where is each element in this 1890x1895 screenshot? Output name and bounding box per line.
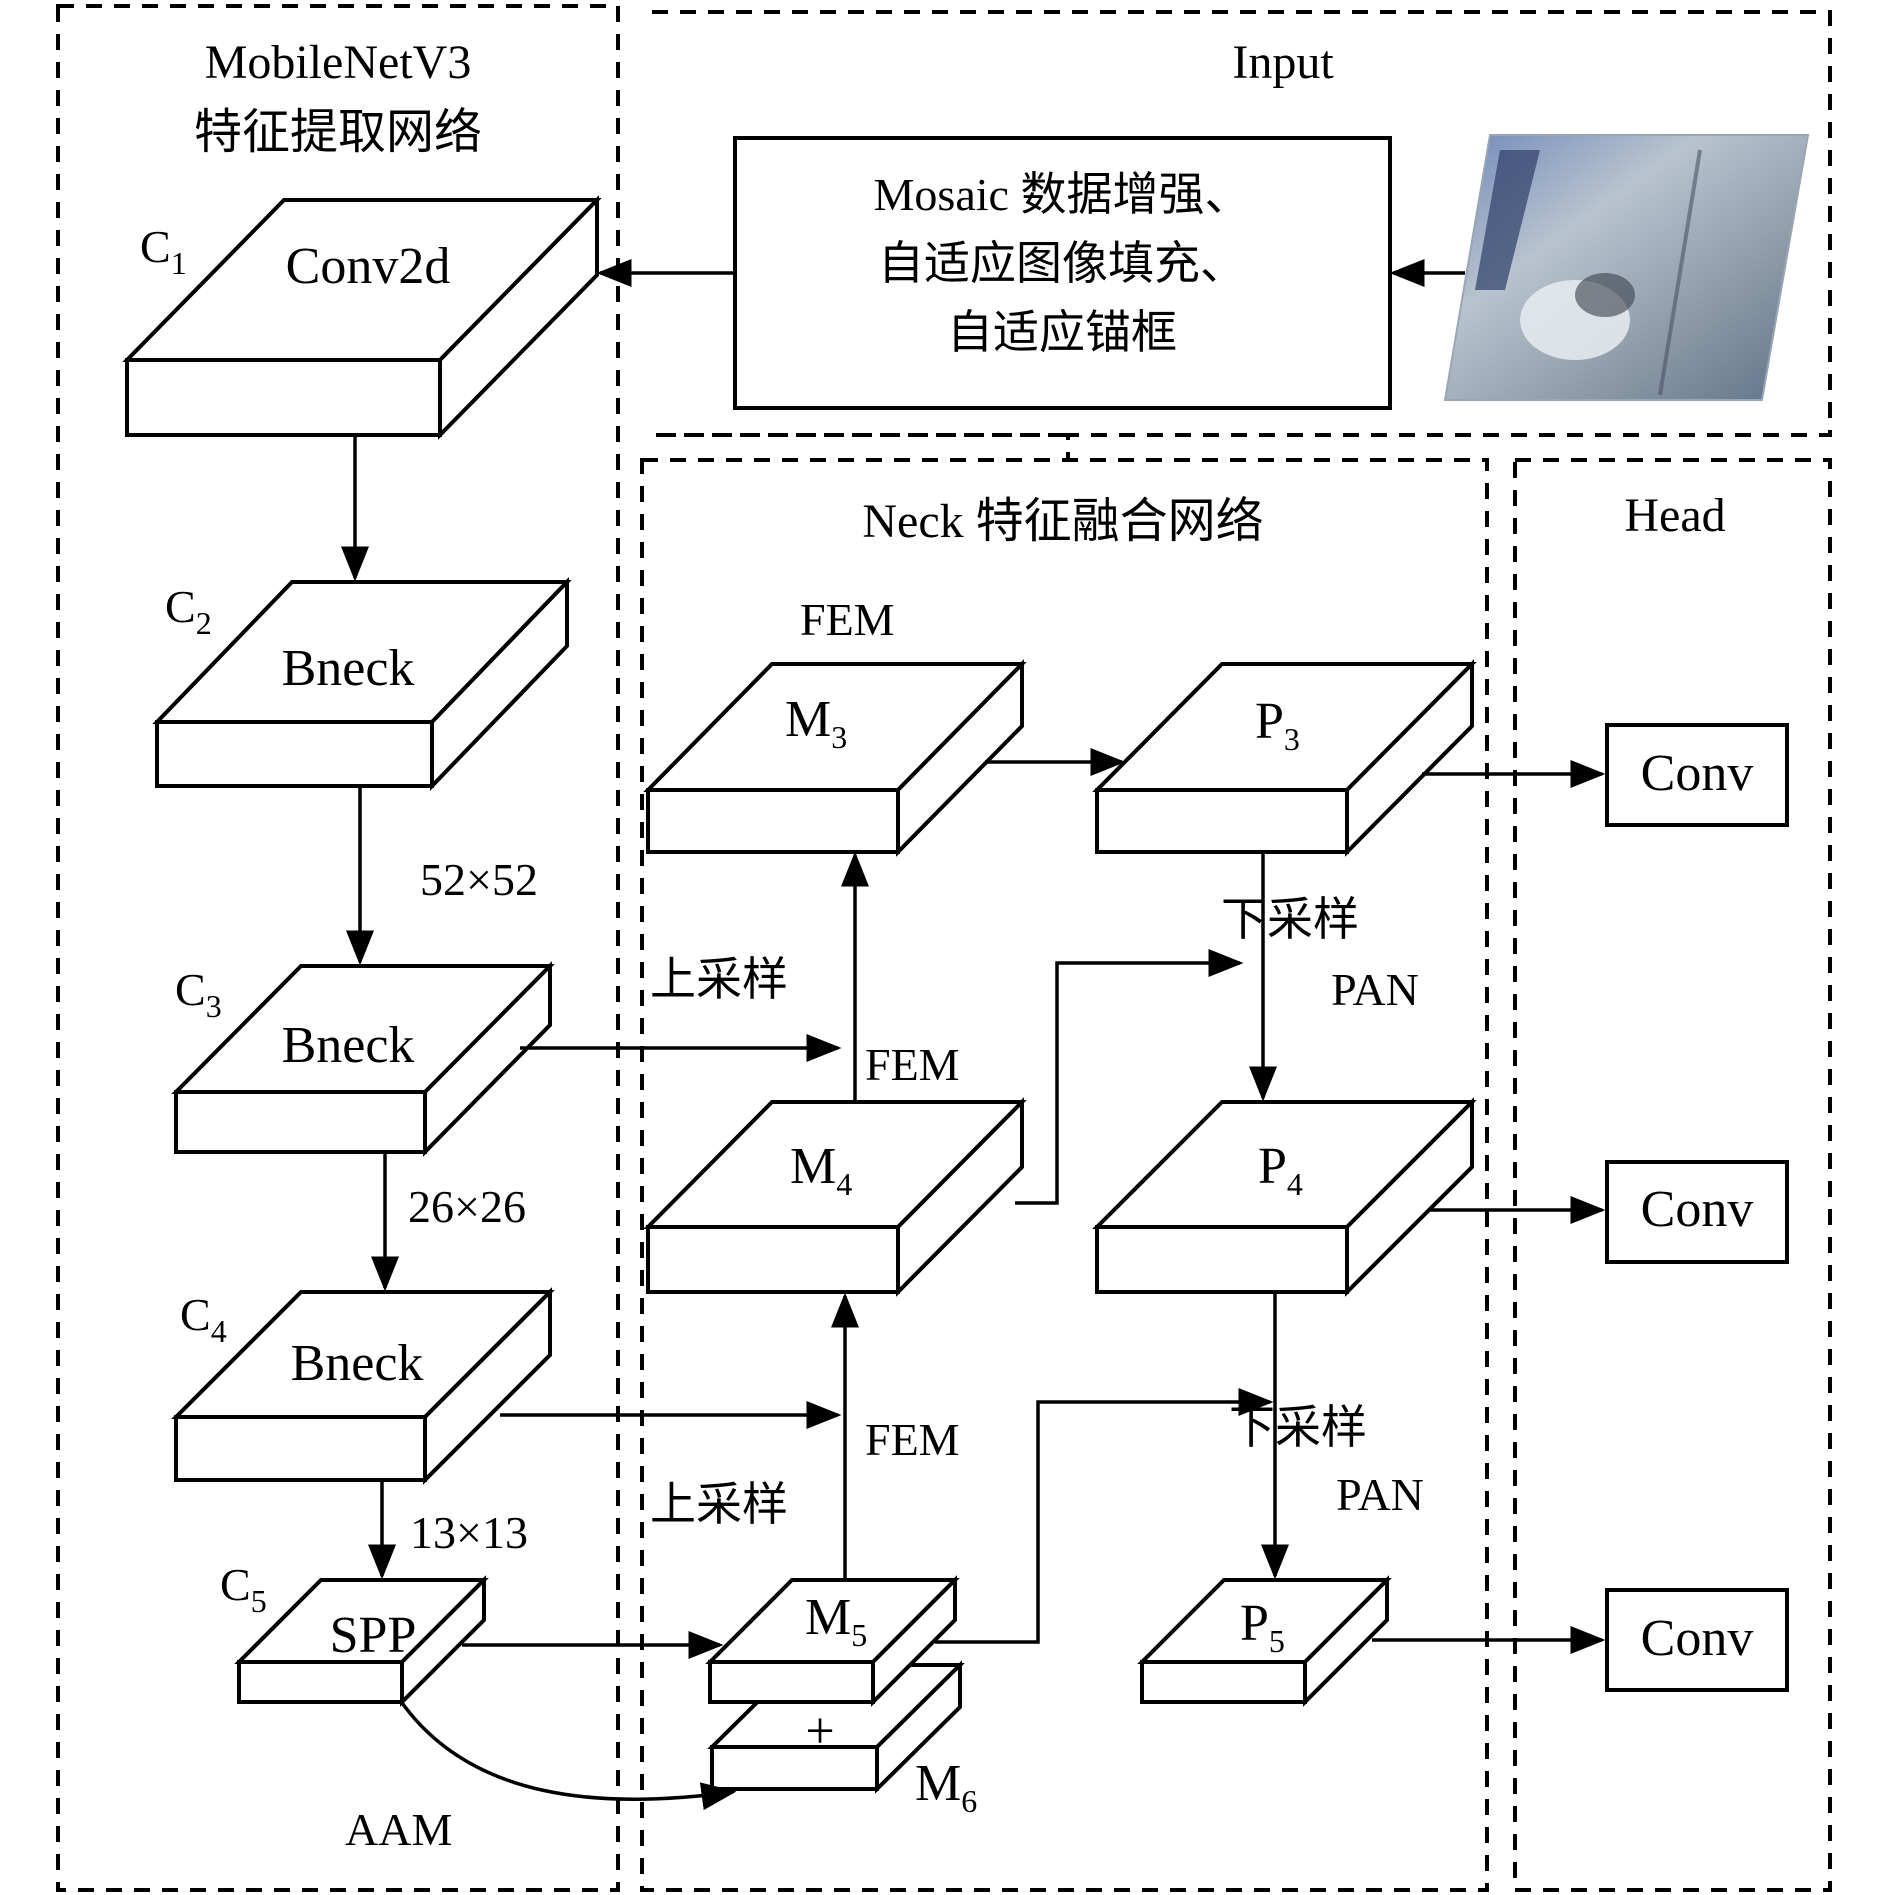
head-conv-3-label: Conv	[1641, 1610, 1754, 1667]
block-c2-label: Bneck	[282, 640, 415, 697]
input-box-line3: 自适应锚框	[947, 307, 1177, 358]
backbone-title-line1: MobileNetV3	[205, 36, 472, 89]
size-label-26: 26×26	[408, 1181, 526, 1232]
block-c3-tag: C3	[175, 964, 222, 1024]
input-image	[1443, 134, 1810, 401]
head-conv-2	[1605, 1160, 1789, 1264]
block-c4-tag: C4	[180, 1289, 227, 1349]
pan-label-1: PAN	[1331, 964, 1419, 1015]
input-region	[652, 10, 1832, 460]
input-box-line2: 自适应图像填充、	[878, 238, 1246, 289]
block-p5-label: P5	[1240, 1595, 1285, 1659]
upsample-label-2: 上采样	[650, 1479, 788, 1530]
block-m4	[643, 1097, 1027, 1297]
block-p4-label: P4	[1258, 1138, 1303, 1202]
head-region	[1513, 458, 1832, 1892]
input-box-line1: Mosaic 数据增强、	[874, 169, 1251, 220]
arrow-m4-to-pan-1	[1015, 949, 1244, 1205]
pan-label-2: PAN	[1336, 1469, 1424, 1520]
fem-label-top: FEM	[800, 594, 895, 645]
fem-label-low: FEM	[865, 1414, 960, 1465]
aam-label: AAM	[345, 1804, 452, 1855]
head-conv-1	[1605, 723, 1789, 827]
block-m5	[705, 1575, 960, 1707]
head-conv-3	[1605, 1588, 1789, 1692]
head-conv-2-label: Conv	[1641, 1181, 1754, 1238]
arrow-m5-to-pan-2	[935, 1388, 1274, 1644]
block-c3-label: Bneck	[282, 1017, 415, 1074]
region-frames	[56, 4, 1832, 1892]
plus-sign: +	[805, 1703, 834, 1760]
block-c5-tag: C5	[220, 1559, 267, 1619]
fem-label-mid: FEM	[865, 1039, 960, 1090]
backbone-region	[56, 4, 620, 1892]
neck-title: Neck 特征融合网络	[862, 495, 1263, 548]
block-m5-label: M5	[805, 1589, 867, 1653]
block-c1-label: Conv2d	[286, 238, 451, 295]
neck-region	[640, 458, 1489, 1892]
block-c1: Conv2d	[122, 195, 602, 440]
backbone-title-line2: 特征提取网络	[194, 106, 482, 159]
downsample-label-1: 下采样	[1221, 894, 1359, 945]
block-c5: SPP	[234, 1575, 489, 1707]
block-m3-label: M3	[785, 691, 847, 755]
block-p3-label: P3	[1255, 693, 1300, 757]
head-title: Head	[1624, 489, 1725, 542]
block-c2: Bneck	[152, 577, 572, 791]
block-c4-label: Bneck	[291, 1335, 424, 1392]
block-m6-label: M6	[915, 1755, 977, 1819]
size-label-52: 52×52	[420, 854, 538, 905]
block-p5	[1137, 1575, 1392, 1707]
head-conv-1-label: Conv	[1641, 745, 1754, 802]
block-m4-label: M4	[790, 1138, 852, 1202]
input-title: Input	[1232, 36, 1334, 89]
upsample-label-1: 上采样	[650, 954, 788, 1005]
downsample-label-2: 下采样	[1229, 1402, 1367, 1453]
block-c4: Bneck	[171, 1287, 555, 1485]
block-c1-tag: C1	[140, 221, 187, 281]
block-c2-tag: C2	[165, 581, 212, 641]
block-c5-label: SPP	[330, 1607, 417, 1664]
size-label-13: 13×13	[410, 1507, 528, 1558]
block-c3: Bneck	[171, 961, 555, 1157]
block-p4	[1092, 1097, 1477, 1297]
arrow-aam-c5-to-m6	[398, 1698, 737, 1811]
block-m3	[643, 659, 1027, 857]
block-p3	[1092, 659, 1477, 857]
